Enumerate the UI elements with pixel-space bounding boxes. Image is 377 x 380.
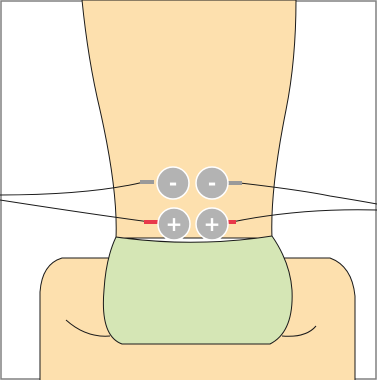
electrode-lower-left: + [158, 208, 190, 240]
plug-negative-left [140, 180, 154, 184]
electrode-sign: + [204, 212, 221, 236]
electrode-upper-right: - [196, 167, 228, 199]
electrode-upper-left: - [157, 167, 189, 199]
electrode-sign: + [166, 212, 183, 236]
underwear [103, 236, 292, 344]
electrode-sign: - [169, 171, 177, 195]
electrode-lower-right: + [196, 208, 228, 240]
plug-positive-left [144, 220, 158, 224]
electrode-sign: - [208, 171, 216, 195]
plug-negative-right [228, 181, 242, 185]
